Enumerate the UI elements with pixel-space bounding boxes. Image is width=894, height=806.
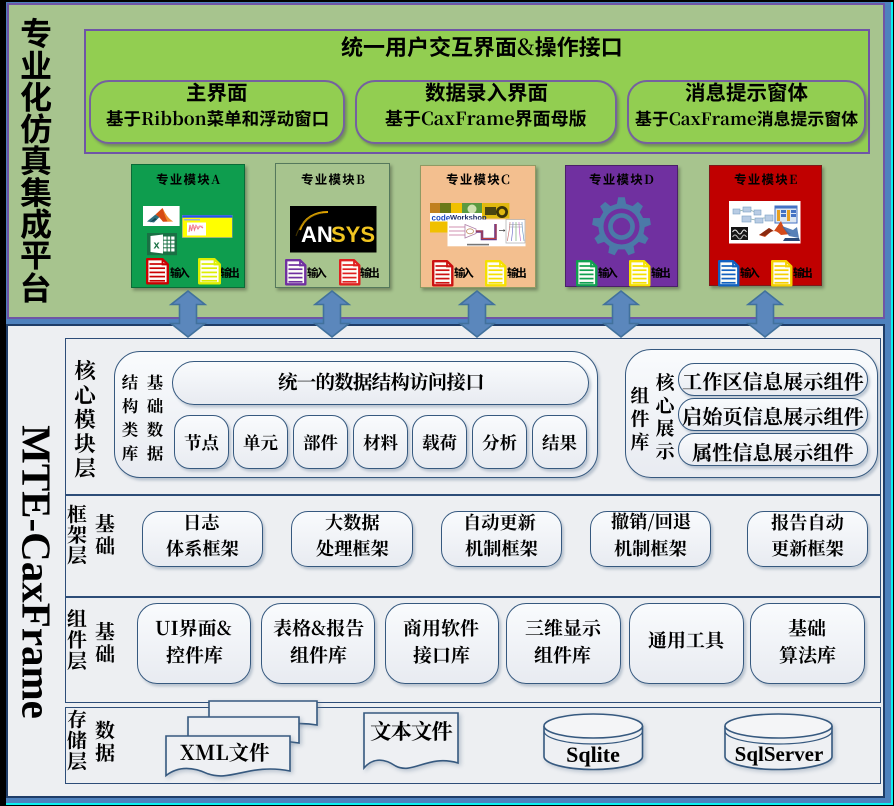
svg-text:Workshop: Workshop [450, 213, 487, 222]
svg-text:SYS: SYS [331, 222, 375, 247]
svg-text:AN: AN [301, 222, 333, 247]
svg-text:code: code [431, 213, 450, 222]
svg-text:x: x [154, 239, 161, 251]
